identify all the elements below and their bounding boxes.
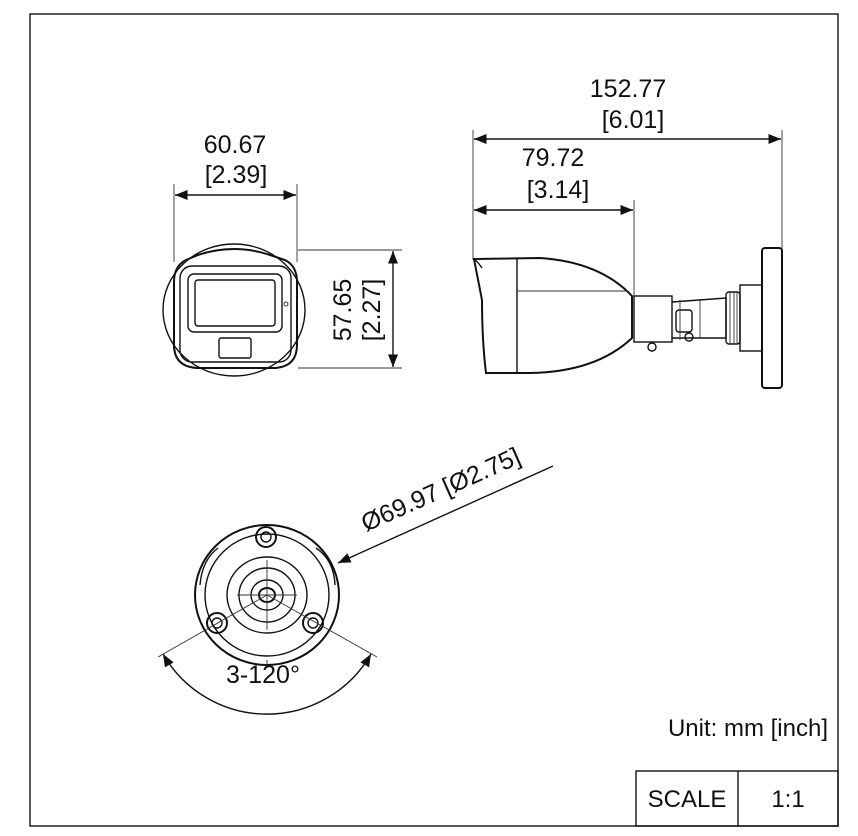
front-width-mm: 60.67 — [204, 131, 267, 159]
angle-dimension-arc — [162, 653, 372, 715]
front-width-in: [2.39] — [205, 161, 268, 189]
front-height-in: [2.27] — [358, 279, 386, 342]
scale-label: SCALE — [648, 786, 727, 813]
front-height-mm: 57.65 — [329, 279, 357, 342]
drawing-frame — [29, 13, 839, 827]
camera-side-outline — [472, 247, 783, 389]
side-body-length-in: [3.14] — [527, 176, 590, 204]
screw-hole-top — [255, 526, 277, 548]
side-body-length-mm: 79.72 — [522, 144, 585, 172]
side-total-length-mm: 152.77 — [590, 75, 666, 103]
front-view: 60.67 [2.39] 57.65 [2.27] — [162, 131, 402, 377]
screw-hole-left — [206, 612, 228, 634]
side-total-length-in: [6.01] — [602, 106, 665, 134]
unit-note: Unit: mm [inch] — [668, 715, 828, 742]
front-light-sensor — [218, 337, 252, 359]
diameter-leader-line — [337, 465, 554, 564]
base-view: Ø69.97 [Ø2.75] — [157, 442, 554, 715]
screw-angle-note: 3-120° — [226, 661, 300, 689]
side-view: 152.77 [6.01] 79.72 [3.14] — [472, 75, 783, 389]
camera-front-outline — [162, 243, 306, 377]
scale-box: SCALE 1:1 — [635, 770, 839, 827]
scale-value: 1:1 — [771, 786, 804, 813]
screw-hole-right — [302, 612, 324, 634]
